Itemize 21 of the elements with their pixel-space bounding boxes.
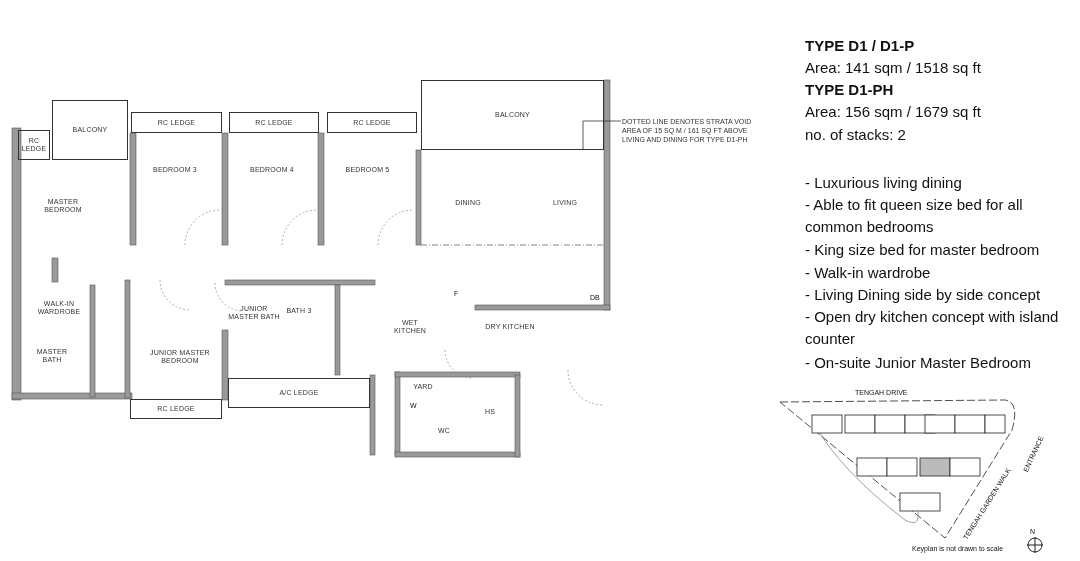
- feature-item: - Luxurious living dining: [805, 173, 963, 193]
- feature-item: - Open dry kitchen concept with island counter: [805, 307, 1060, 349]
- room-outline: [52, 100, 128, 160]
- area-text: Area: 141 sqm / 1518 sq ft: [805, 58, 982, 78]
- feature-item: - On-suite Junior Master Bedroom: [805, 353, 1032, 373]
- type-heading: TYPE D1 / D1-P: [805, 36, 916, 56]
- room-outline: [421, 80, 604, 150]
- feature-item: - Able to fit queen size bed for all common bedrooms: [805, 195, 1024, 237]
- room-outline: [327, 112, 417, 133]
- room-outline: [18, 130, 50, 160]
- room-outline: [228, 378, 370, 408]
- leader-line: [582, 120, 622, 151]
- area-text: Area: 156 sqm / 1679 sq ft: [805, 102, 982, 122]
- feature-item: - King size bed for master bedroom: [805, 240, 1041, 260]
- type-heading: TYPE D1-PH: [805, 80, 895, 100]
- room-outline: [131, 112, 222, 133]
- room-outline: [130, 399, 222, 419]
- room-outline: [229, 112, 319, 133]
- stacks-text: no. of stacks: 2: [805, 125, 907, 145]
- feature-item: - Walk-in wardrobe: [805, 263, 932, 283]
- feature-item: - Living Dining side by side concept: [805, 285, 1042, 305]
